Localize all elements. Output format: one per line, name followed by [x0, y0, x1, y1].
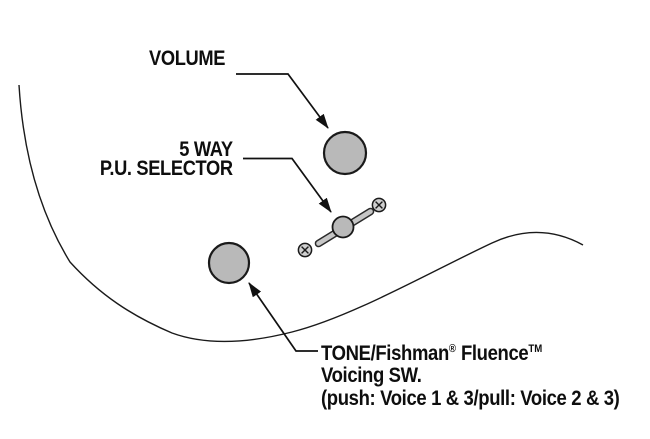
screw-icon-top-right [371, 197, 387, 213]
volume-knob [322, 130, 368, 176]
tone-label-line1: TONE/Fishman® FluenceTM [321, 338, 619, 365]
tone-arrow [248, 282, 318, 352]
selector-label-line2: P.U. SELECTOR [100, 156, 233, 180]
tone-label-line1-text: TONE/Fishman [321, 342, 449, 365]
volume-label-text: VOLUME [149, 47, 226, 70]
selector-label: 5 WAY P.U. SELECTOR [100, 138, 234, 180]
screw-icon-bottom-left [297, 242, 313, 258]
selector-hub [331, 215, 355, 239]
selector-arrow [243, 157, 332, 213]
volume-label: VOLUME [149, 47, 225, 71]
pickup-selector-switch [297, 197, 387, 258]
volume-arrow [236, 73, 329, 129]
tone-knob [207, 241, 251, 285]
tone-label-line3: (push: Voice 1 & 3/pull: Voice 2 & 3) [321, 386, 620, 410]
tone-label-line2: Voicing SW. [321, 364, 422, 388]
registered-mark: ® [448, 343, 456, 355]
trademark-mark: TM [528, 343, 543, 355]
tone-label: TONE/Fishman® FluenceTM Voicing SW. (push… [321, 338, 620, 410]
guitar-body-outline [18, 84, 584, 343]
selector-label-line1: 5 WAY [179, 138, 234, 161]
tone-label-line1-text2: Fluence [460, 342, 529, 365]
